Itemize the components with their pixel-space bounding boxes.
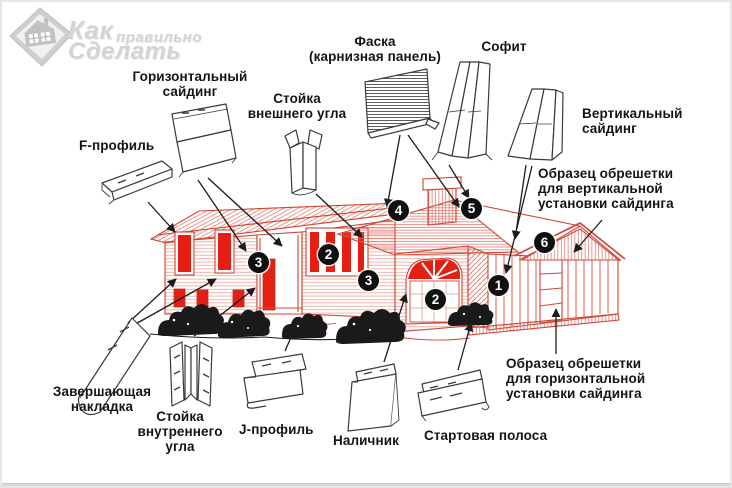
- marker-3-entrance: 3: [248, 252, 269, 273]
- marker-1-corner: 1: [488, 275, 509, 296]
- brand-logo-icon: [9, 7, 73, 67]
- horizontal-siding-part: [171, 103, 237, 178]
- label-horizontal-siding: Горизонтальный сайдинг: [132, 69, 248, 99]
- fascia-panel-part: [364, 68, 440, 139]
- brand-word-1: Как: [68, 15, 114, 45]
- label-finishing-strip: Завершающая накладка: [52, 384, 152, 414]
- f-profile-part: [101, 160, 173, 205]
- label-inner-corner-post: Стойка внутреннего угла: [137, 409, 223, 454]
- outer-corner-post-part: [284, 129, 323, 196]
- finishing-strip-part: [77, 317, 151, 416]
- starting-strip-part: [417, 369, 490, 422]
- marker-4-fascia: 4: [388, 200, 409, 221]
- label-soffit: Софит: [481, 39, 527, 54]
- label-outer-corner-post: Стойка внешнего угла: [247, 91, 347, 121]
- marker-2-windows: 2: [318, 244, 339, 265]
- vertical-siding-part: [507, 88, 564, 161]
- label-casing: Наличник: [333, 433, 399, 448]
- marker-5-soffit: 5: [461, 198, 482, 219]
- label-lathing-horizontal: Образец обрешетки для горизонтальной уст…: [506, 356, 646, 401]
- part-drawings: [77, 61, 564, 432]
- label-starting-strip: Стартовая полоса: [424, 428, 548, 443]
- label-fascia: Фаска (карнизная панель): [309, 34, 441, 64]
- casing-part: [347, 363, 400, 432]
- brand-word-2: правильно: [116, 29, 202, 46]
- footer-bar: [2, 483, 730, 486]
- inner-corner-post-part: [169, 341, 213, 407]
- label-vertical-siding: Вертикальный сайдинг: [582, 106, 683, 136]
- pointer-arrows: [127, 134, 603, 371]
- label-lathing-vertical: Образец обрешетки для вертикальной устан…: [538, 166, 674, 211]
- soffit-part: [431, 61, 493, 161]
- j-profile-part: [243, 353, 307, 409]
- label-j-profile: J-профиль: [239, 422, 314, 437]
- marker-2-garage: 2: [425, 289, 446, 310]
- brand-word-3: Сделать: [68, 38, 182, 65]
- marker-6-gable: 6: [534, 232, 555, 253]
- bushes-drawing: [149, 302, 494, 344]
- label-f-profile: F-профиль: [79, 138, 155, 153]
- marker-3-mid: 3: [358, 270, 379, 291]
